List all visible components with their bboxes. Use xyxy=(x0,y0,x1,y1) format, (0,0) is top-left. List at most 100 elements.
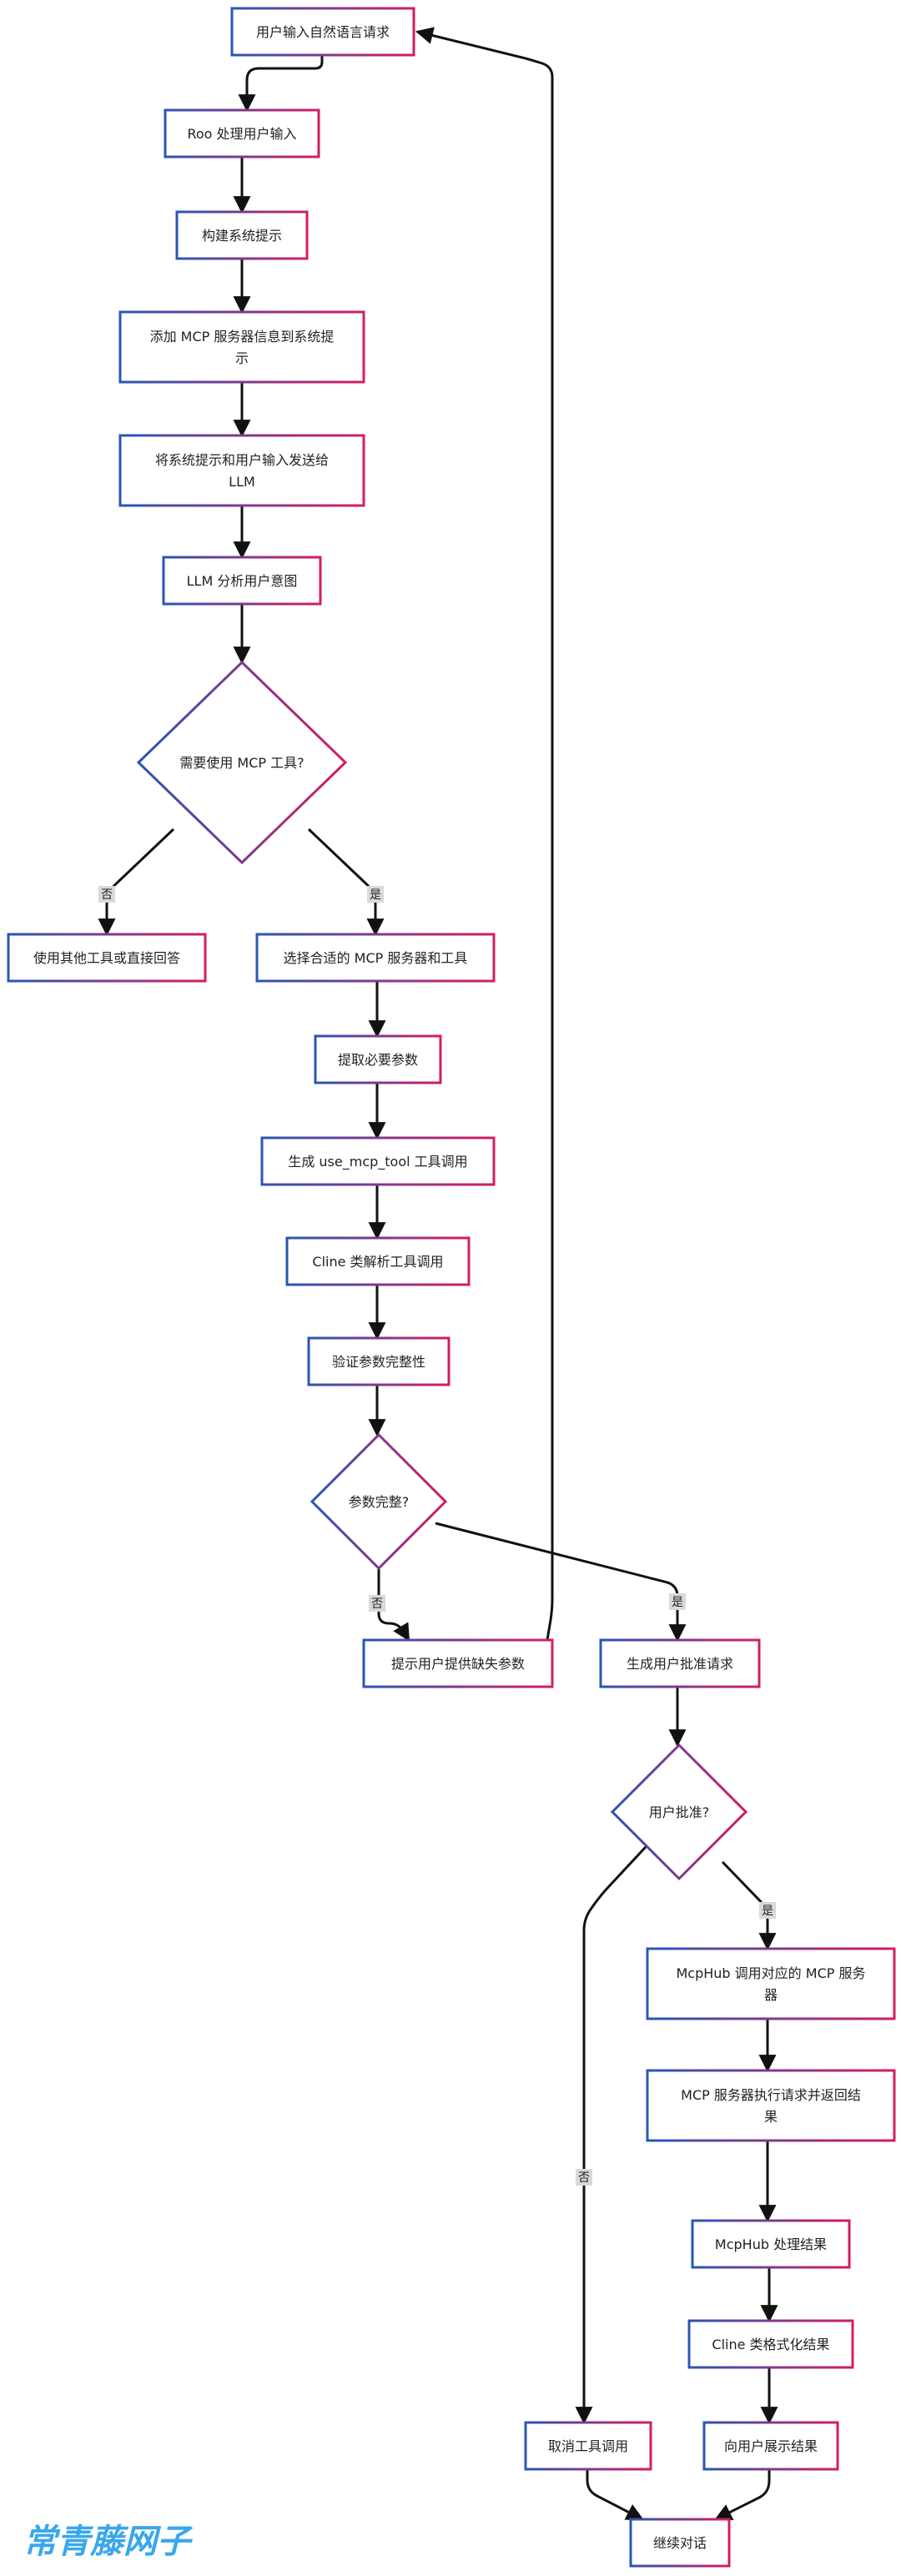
node-label: 验证参数完整性 xyxy=(332,1354,425,1370)
node-box xyxy=(118,434,365,507)
node-box xyxy=(702,2421,839,2471)
node-label: 用户批准? xyxy=(649,1804,710,1820)
process-n19: 向用户展示结果 xyxy=(702,2421,839,2471)
process-n13: 提示用户提供缺失参数 xyxy=(362,1638,554,1688)
node-box xyxy=(314,1034,442,1084)
node-box xyxy=(524,2421,652,2471)
node-label: LLM 分析用户意图 xyxy=(187,573,298,589)
node-label: 生成用户批准请求 xyxy=(627,1656,733,1672)
node-label: McpHub 处理结果 xyxy=(715,2236,827,2252)
process-n12: 验证参数完整性 xyxy=(307,1336,450,1386)
decision-diamond xyxy=(610,1743,748,1881)
process-n21: 继续对话 xyxy=(629,2518,731,2568)
edge-label-background xyxy=(367,886,384,903)
node-box xyxy=(255,933,496,983)
node-box xyxy=(260,1136,496,1186)
process-n18: Cline 类格式化结果 xyxy=(687,2319,854,2369)
process-n11: Cline 类解析工具调用 xyxy=(285,1236,471,1286)
decision-diamond xyxy=(136,660,348,865)
node-label: 器 xyxy=(764,1987,778,2003)
edge-label-background xyxy=(576,2169,592,2186)
node-label: 将系统提示和用户输入发送给 xyxy=(155,452,329,468)
process-n3: 构建系统提示 xyxy=(175,210,309,260)
edge-label-background xyxy=(369,1595,385,1612)
edge-label-yes: 是 xyxy=(370,888,381,902)
process-n1: 用户输入自然语言请求 xyxy=(230,7,415,57)
node-box xyxy=(307,1336,450,1386)
edge-arrow xyxy=(98,828,175,937)
edge-arrow xyxy=(575,1845,647,2425)
edge-label-background xyxy=(98,886,115,903)
node-label: 果 xyxy=(764,2109,778,2125)
decision-diamond xyxy=(310,1432,448,1571)
node-label: Cline 类格式化结果 xyxy=(712,2337,829,2352)
edge-label-no: 否 xyxy=(101,888,113,902)
node-box xyxy=(629,2518,731,2568)
process-n6: LLM 分析用户意图 xyxy=(162,556,322,606)
node-label: Cline 类解析工具调用 xyxy=(312,1254,443,1270)
node-label: McpHub 调用对应的 MCP 服务 xyxy=(677,1965,866,1981)
node-label: 向用户展示结果 xyxy=(724,2438,818,2454)
edge-labels: 否是否是是否 xyxy=(98,886,776,2186)
process-n17: McpHub 处理结果 xyxy=(691,2219,851,2269)
node-label: 提示用户提供缺失参数 xyxy=(391,1656,525,1672)
edge-label-yes: 是 xyxy=(762,1904,773,1918)
process-n8: 选择合适的 MCP 服务器和工具 xyxy=(255,933,496,983)
process-n15: McpHub 调用对应的 MCP 服务器 xyxy=(646,1947,896,2020)
watermark-logo: 常青藤网子 xyxy=(23,2523,194,2561)
node-label: 示 xyxy=(235,350,249,366)
process-n7: 使用其他工具或直接回答 xyxy=(7,933,207,983)
node-box xyxy=(599,1638,761,1688)
node-label: 需要使用 MCP 工具? xyxy=(179,755,304,771)
process-n2: Roo 处理用户输入 xyxy=(164,108,320,158)
edge-label-no: 否 xyxy=(578,2171,590,2185)
node-box xyxy=(646,1947,896,2020)
edge-arrow xyxy=(714,2469,771,2521)
node-label: 参数完整? xyxy=(349,1494,410,1510)
edge-arrow xyxy=(238,55,324,113)
decision-d3: 用户批准? xyxy=(610,1743,748,1881)
node-label: 添加 MCP 服务器信息到系统提 xyxy=(150,329,335,345)
node-box xyxy=(230,7,415,57)
edge-label-background xyxy=(669,1593,686,1610)
node-box xyxy=(175,210,309,260)
node-label: 生成 use_mcp_tool 工具调用 xyxy=(288,1154,467,1170)
node-label: LLM xyxy=(229,474,255,490)
node-box xyxy=(362,1638,554,1688)
edge-label-yes: 是 xyxy=(672,1596,683,1609)
process-n14: 生成用户批准请求 xyxy=(599,1638,761,1688)
node-box xyxy=(285,1236,471,1286)
decision-d1: 需要使用 MCP 工具? xyxy=(136,660,348,865)
edge-arrow xyxy=(586,2469,644,2521)
edge-arrow xyxy=(377,1568,410,1642)
edge-arrow xyxy=(415,27,554,1641)
node-label: 用户输入自然语言请求 xyxy=(256,24,390,40)
node-label: 提取必要参数 xyxy=(338,1052,418,1068)
node-box xyxy=(646,2069,896,2142)
node-label: 继续对话 xyxy=(653,2535,707,2551)
process-n20: 取消工具调用 xyxy=(524,2421,652,2471)
process-n5: 将系统提示和用户输入发送给 LLM xyxy=(118,434,365,507)
edge-label-background xyxy=(759,1902,776,1919)
edge-arrow xyxy=(435,1522,687,1643)
node-box xyxy=(7,933,207,983)
node-box xyxy=(687,2319,854,2369)
node-box xyxy=(118,310,365,384)
node-box xyxy=(162,556,322,606)
node-box xyxy=(691,2219,851,2269)
process-n10: 生成 use_mcp_tool 工具调用 xyxy=(260,1136,496,1186)
node-box xyxy=(164,108,320,158)
decision-d2: 参数完整? xyxy=(310,1432,448,1571)
node-label: MCP 服务器执行请求并返回结 xyxy=(681,2087,861,2103)
node-label: 取消工具调用 xyxy=(548,2438,628,2454)
edge-label-no: 否 xyxy=(371,1597,383,1611)
process-n9: 提取必要参数 xyxy=(314,1034,442,1084)
node-label: 使用其他工具或直接回答 xyxy=(33,950,180,966)
edge-arrow xyxy=(307,828,385,937)
node-label: 选择合适的 MCP 服务器和工具 xyxy=(284,950,468,966)
node-label: 构建系统提示 xyxy=(202,228,282,244)
